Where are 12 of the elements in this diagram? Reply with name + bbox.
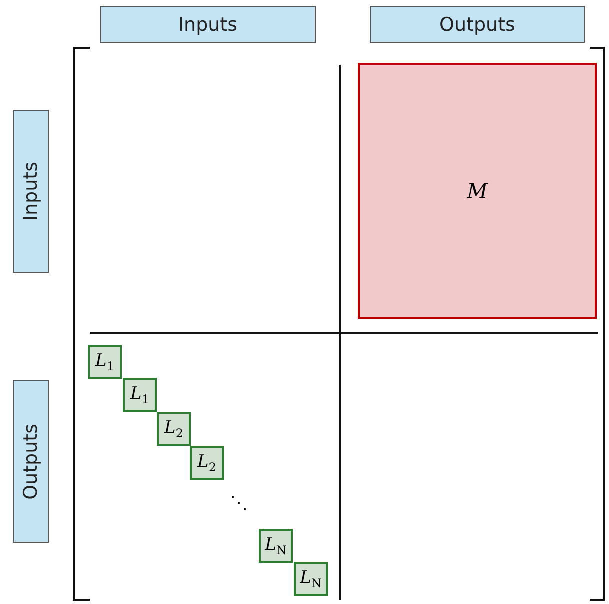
diagonal-block: L$_{2}$ [157,412,191,446]
diagonal-block: L$_{N}$ [259,529,293,563]
diagonal-block: L$_{1}$ [88,345,122,379]
matrix-block: M [358,63,597,319]
diagonal-block: L$_{2}$ [190,446,224,480]
diagonal-block: L$_{1}$ [123,378,157,412]
ellipsis-dots: ⋱ [230,492,248,514]
row-header: Inputs [13,110,49,273]
column-header: Inputs [100,6,316,43]
diagonal-block: L$_{N}$ [294,562,328,596]
row-header: Outputs [13,380,49,543]
column-header: Outputs [370,6,585,43]
